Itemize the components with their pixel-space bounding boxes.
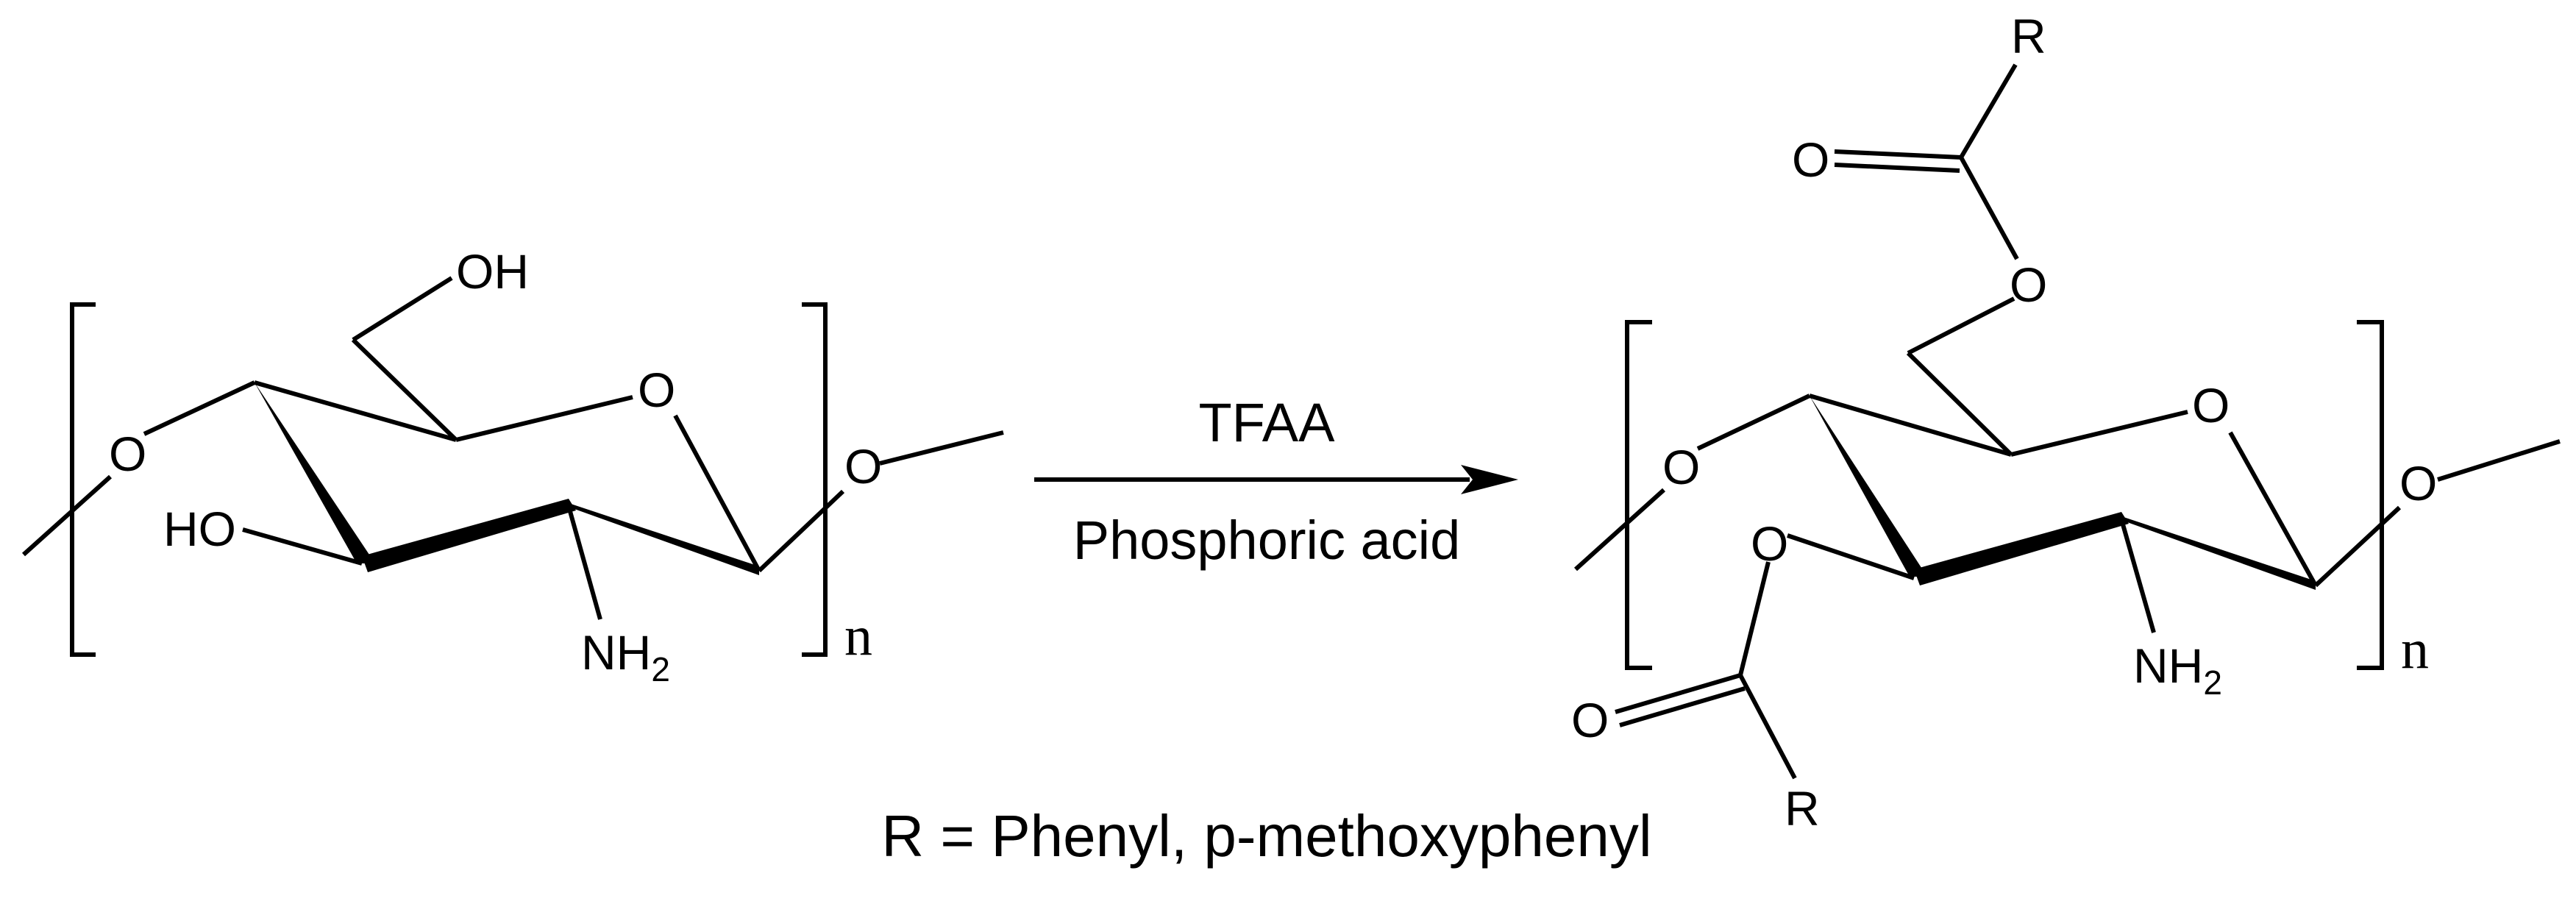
atom-label-oh: OH [456, 244, 529, 299]
wedge-bond [2121, 516, 2316, 590]
bond [1959, 156, 2019, 260]
r-group-definition: R = Phenyl, p-methoxyphenyl [881, 803, 1651, 869]
nh-text: NH [581, 625, 651, 680]
arrow-head [1461, 465, 1518, 494]
bond [1573, 488, 1666, 572]
double-bond [1834, 163, 1960, 173]
subscript-2: 2 [2203, 663, 2222, 702]
atom-label-linking-o: O [2399, 456, 2437, 510]
bond [242, 527, 363, 566]
reactant-right-bracket [802, 302, 828, 657]
bond [879, 430, 1004, 466]
bond [1696, 394, 1811, 451]
reagent-bottom: Phosphoric acid [1073, 510, 1461, 571]
reactant-structure: OH O O O HO NH2 n [21, 244, 1004, 688]
atom-label-ester-o: O [2010, 257, 2047, 312]
atom-label-r: R [1785, 781, 1820, 836]
reagent-top: TFAA [1198, 392, 1335, 453]
bond [2228, 431, 2318, 587]
repeat-subscript-n: n [2401, 619, 2429, 680]
atom-label-r: R [2011, 9, 2046, 63]
atom-label-ester-o: O [1751, 516, 1788, 571]
double-bond [1834, 149, 1962, 160]
atom-label-ho: HO [163, 502, 236, 556]
bond [2119, 519, 2156, 633]
atom-label-linking-o: O [1662, 440, 1700, 494]
atom-label-ring-o: O [638, 363, 675, 417]
bond [143, 380, 256, 436]
atom-label-nh2: NH2 [581, 625, 670, 688]
bond [566, 505, 602, 620]
subscript-2: 2 [651, 650, 670, 688]
wedge-bond [362, 499, 576, 572]
bond [1738, 561, 1771, 676]
bond [352, 276, 453, 342]
product-structure: R O O O O O O O R NH2 n [1571, 9, 2561, 836]
bond [351, 338, 458, 442]
atom-label-linking-o: O [844, 439, 882, 494]
bond [2437, 439, 2561, 482]
bond [2313, 505, 2402, 588]
bond [1959, 63, 2018, 159]
double-bond [1619, 686, 1746, 727]
wedge-bond [569, 503, 759, 575]
atom-label-linking-o: O [109, 427, 146, 481]
double-bond [1615, 673, 1741, 714]
bond [1809, 394, 2012, 457]
bond [2010, 410, 2188, 457]
bond [1906, 351, 2013, 457]
atom-label-carbonyl-o: O [1571, 693, 1609, 747]
bond [1907, 296, 2015, 355]
product-left-bracket [1625, 320, 1652, 670]
bond [673, 414, 761, 572]
wedge-bond [1810, 396, 1927, 577]
wedge-bond [255, 382, 375, 563]
atom-label-carbonyl-o: O [1792, 132, 1829, 187]
wedge-bond [1914, 512, 2129, 585]
bond [254, 380, 457, 442]
bond [21, 474, 113, 557]
bond [455, 395, 633, 442]
bond [1738, 674, 1797, 780]
bond [757, 489, 845, 573]
product-right-bracket [2357, 320, 2384, 670]
bond [1787, 533, 1915, 580]
reaction-arrow-group: TFAA Phosphoric acid [1034, 392, 1518, 571]
reactant-left-bracket [70, 302, 96, 657]
atom-label-nh2: NH2 [2133, 638, 2222, 702]
atom-label-ring-o: O [2192, 378, 2230, 432]
nh-text: NH [2133, 638, 2203, 693]
repeat-subscript-n: n [844, 605, 872, 667]
